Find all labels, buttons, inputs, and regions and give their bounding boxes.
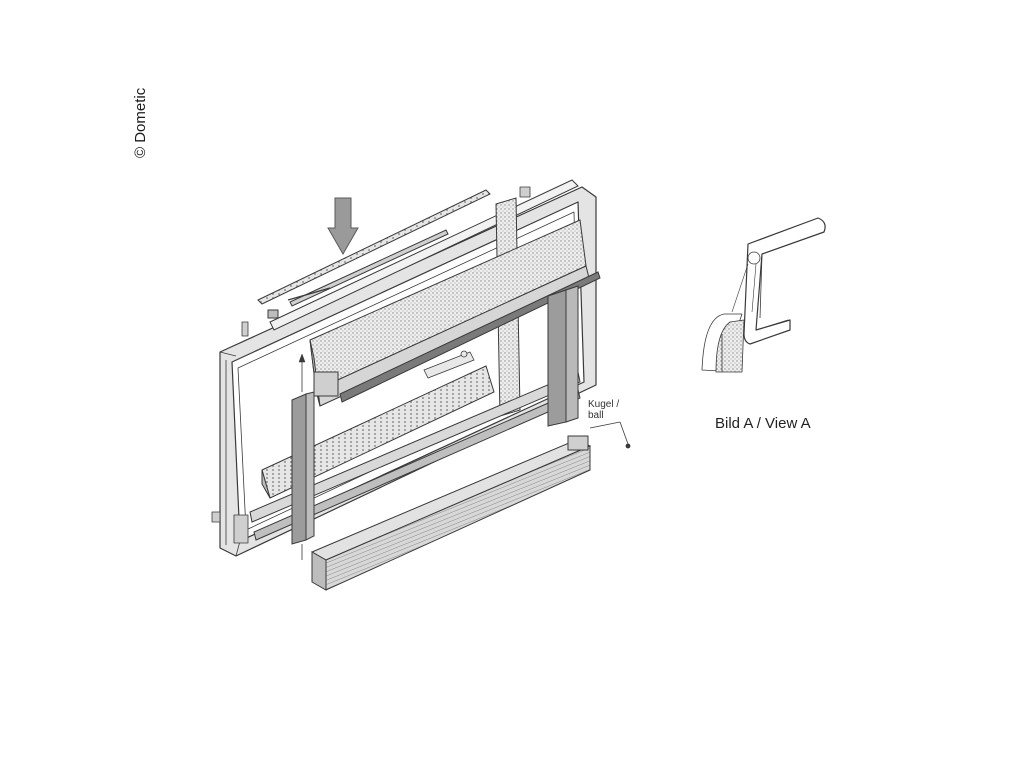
- ball-pointer: [589, 421, 631, 449]
- pleated-cassette: [310, 435, 592, 591]
- ball-label-line1: Kugel /: [588, 399, 620, 410]
- right-side-rails: [547, 285, 579, 427]
- copyright-notice: © Dometic: [132, 87, 149, 158]
- detail-view-a: [701, 217, 826, 373]
- insect-screen-panel: [261, 365, 495, 499]
- ball-label: Kugel / ball: [588, 399, 619, 421]
- insertion-arrow: [327, 197, 359, 256]
- clip-part: [423, 350, 475, 379]
- ball-label-line2: ball: [588, 410, 604, 421]
- left-side-rail: [291, 353, 315, 560]
- lower-guide-bars: [249, 371, 581, 541]
- blind-upper-panel: [309, 219, 601, 407]
- view-a-caption: Bild A / View A: [715, 415, 811, 432]
